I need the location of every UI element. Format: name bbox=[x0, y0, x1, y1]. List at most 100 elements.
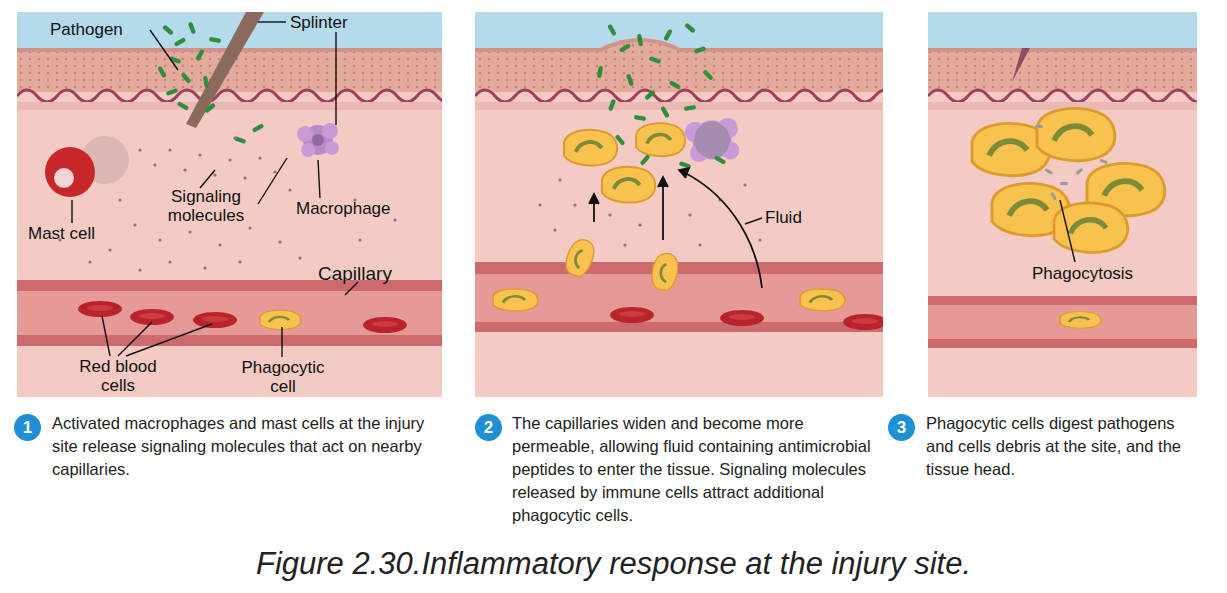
illustration-shape bbox=[694, 122, 730, 158]
illustration-shape bbox=[183, 168, 186, 171]
illustration-shape bbox=[475, 102, 883, 110]
illustration-shape bbox=[345, 282, 358, 295]
illustration-shape bbox=[650, 251, 681, 292]
illustration-shape bbox=[928, 12, 1197, 397]
illustration-shape bbox=[393, 218, 396, 221]
illustration-shape bbox=[589, 194, 599, 204]
illustration-shape bbox=[638, 223, 641, 226]
illustration-shape bbox=[843, 314, 883, 330]
part-label: Mast cell bbox=[28, 224, 95, 243]
illustration-shape bbox=[639, 154, 650, 166]
illustration-shape bbox=[166, 88, 179, 96]
illustration-shape bbox=[660, 106, 670, 119]
illustration-shape bbox=[1075, 168, 1083, 175]
illustration-shape bbox=[150, 30, 178, 70]
illustration-shape bbox=[45, 147, 95, 197]
illustration-shape bbox=[174, 37, 187, 47]
illustration-shape bbox=[278, 240, 281, 243]
illustration-shape bbox=[260, 310, 301, 329]
illustration-shape bbox=[608, 213, 611, 216]
illustration-shape bbox=[558, 178, 561, 181]
illustration-shape bbox=[203, 76, 209, 89]
illustration-shape bbox=[553, 228, 556, 231]
illustration-shape bbox=[614, 134, 625, 146]
illustration-shape bbox=[258, 156, 261, 159]
illustration-shape bbox=[658, 177, 668, 187]
illustration-shape bbox=[54, 168, 74, 188]
illustration-shape bbox=[17, 291, 442, 335]
illustration-shape bbox=[17, 90, 442, 102]
part-label: Phagocytic cell bbox=[228, 358, 338, 396]
illustration-shape bbox=[288, 188, 291, 191]
illustration-shape bbox=[228, 158, 231, 161]
illustration-shape bbox=[88, 260, 91, 263]
panel-one-art bbox=[17, 12, 442, 397]
illustration-shape bbox=[637, 34, 643, 47]
illustration-shape bbox=[758, 238, 761, 241]
callout-text: 3 bbox=[897, 418, 906, 438]
illustration-shape bbox=[243, 176, 246, 179]
illustration-shape bbox=[102, 316, 110, 356]
illustration-shape bbox=[188, 230, 191, 233]
illustration-shape bbox=[204, 102, 216, 113]
illustration-shape bbox=[669, 80, 682, 90]
illustration-shape bbox=[78, 301, 122, 317]
illustration-shape bbox=[1060, 200, 1075, 262]
illustration-shape bbox=[238, 260, 241, 263]
illustration-shape bbox=[17, 12, 442, 397]
figure-caption: Figure 2.30.Inflammatory response at the… bbox=[0, 546, 1227, 582]
illustration-shape bbox=[928, 48, 1197, 52]
illustration-shape bbox=[1100, 159, 1109, 165]
illustration-shape bbox=[702, 69, 714, 81]
illustration-shape bbox=[619, 43, 632, 53]
illustration-shape bbox=[683, 172, 762, 288]
illustration-shape bbox=[649, 56, 662, 64]
illustration-shape bbox=[318, 160, 320, 198]
illustration-shape bbox=[17, 102, 442, 110]
callout-text: 2 bbox=[484, 418, 493, 438]
illustration-shape bbox=[694, 46, 707, 54]
illustration-shape bbox=[363, 317, 407, 333]
illustration-shape bbox=[743, 183, 746, 186]
callout-number: 2 bbox=[475, 414, 502, 441]
illustration-shape bbox=[157, 66, 167, 79]
illustration-shape bbox=[58, 136, 396, 271]
illustration-shape bbox=[538, 203, 541, 206]
illustration-shape bbox=[138, 148, 141, 151]
illustration-shape bbox=[234, 136, 247, 144]
part-label: Phagocytosis bbox=[1032, 264, 1133, 283]
illustration-shape bbox=[493, 289, 538, 311]
illustration-shape bbox=[195, 49, 205, 62]
illustration-shape bbox=[475, 274, 883, 322]
illustration-shape bbox=[1012, 48, 1030, 82]
illustration-shape bbox=[698, 243, 701, 246]
step-description: Phagocytic cells digest pathogens and ce… bbox=[926, 412, 1202, 481]
illustration-shape bbox=[118, 322, 152, 356]
illustration-shape bbox=[1035, 125, 1043, 128]
illustration-shape bbox=[200, 170, 215, 188]
illustration-shape bbox=[475, 90, 883, 102]
illustration-shape bbox=[475, 40, 883, 92]
illustration-shape bbox=[1037, 109, 1115, 161]
illustration-shape bbox=[745, 218, 762, 224]
illustration-shape bbox=[198, 153, 201, 156]
illustration-shape bbox=[610, 307, 654, 323]
illustration-shape bbox=[188, 22, 196, 35]
illustration-shape bbox=[71, 200, 72, 223]
illustration-shape bbox=[928, 90, 1197, 102]
illustration-shape bbox=[1050, 192, 1057, 200]
illustration-shape bbox=[684, 22, 696, 33]
part-label: Capillary bbox=[318, 264, 392, 283]
illustration-shape bbox=[928, 12, 1197, 52]
part-label: Signaling molecules bbox=[150, 187, 262, 225]
panel-three-art bbox=[928, 12, 1197, 397]
illustration-shape bbox=[1054, 203, 1128, 252]
illustration-shape bbox=[607, 24, 617, 37]
illustration-shape bbox=[644, 89, 656, 100]
illustration-shape bbox=[538, 178, 761, 246]
illustration-shape bbox=[203, 266, 206, 269]
illustration-shape bbox=[928, 296, 1197, 348]
illustration-shape bbox=[573, 203, 576, 206]
